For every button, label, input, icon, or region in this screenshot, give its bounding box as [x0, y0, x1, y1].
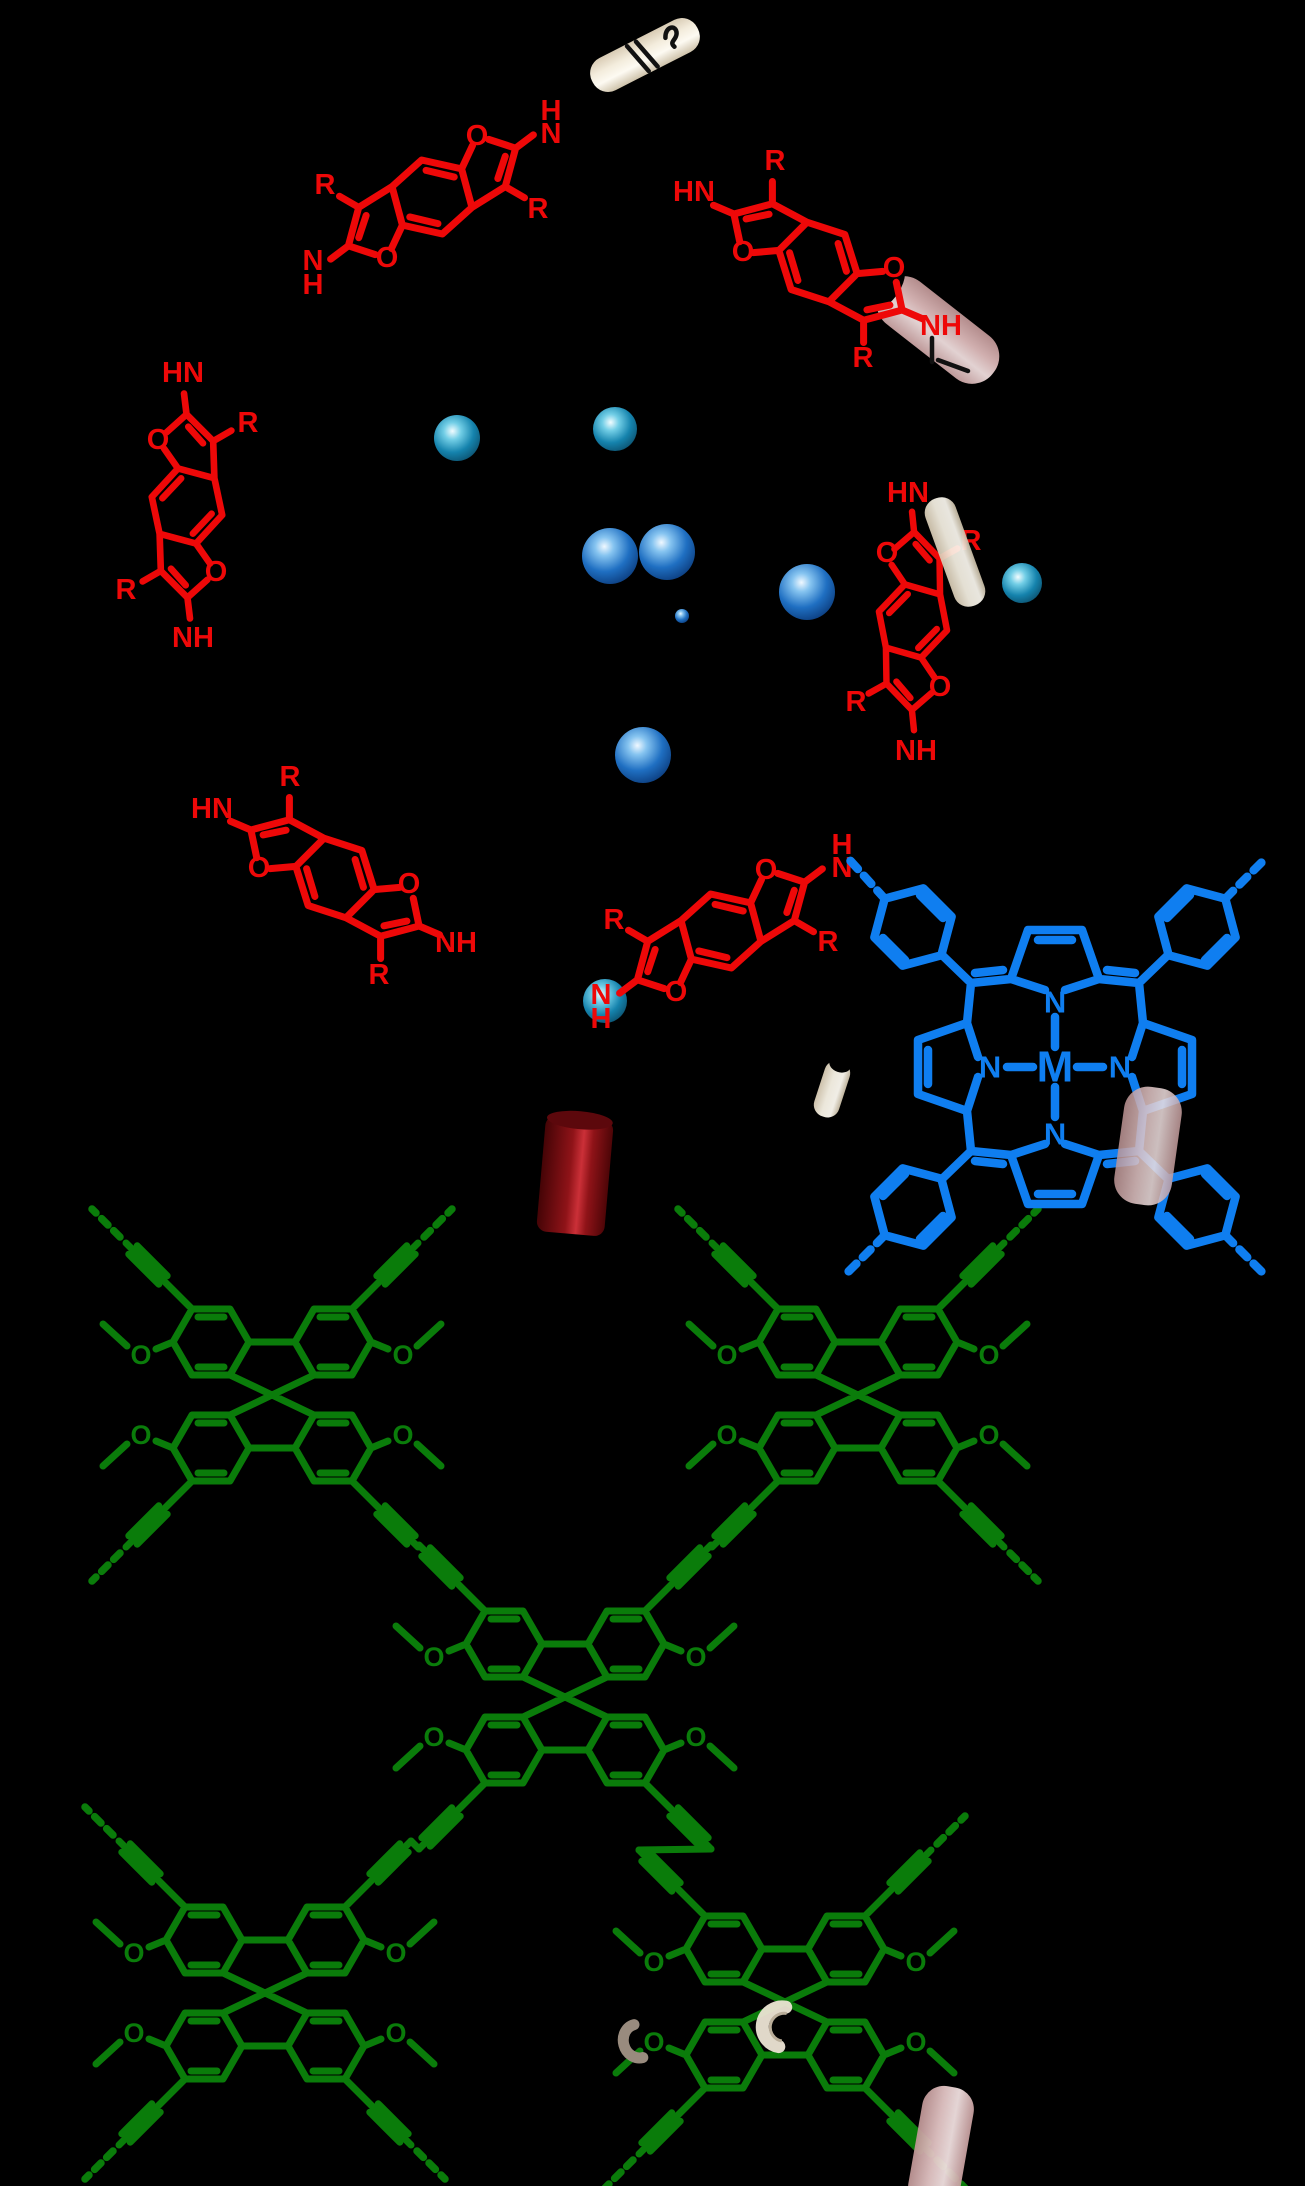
- green-unit-top-right: [674, 1205, 1042, 1585]
- pink-rod-top-right: [863, 264, 1000, 384]
- gray-curl-bottom: [617, 2019, 649, 2064]
- rod-marks: [929, 335, 971, 374]
- guest-spheres: [434, 407, 1042, 1023]
- atom-label-oxygen: O: [392, 1420, 413, 1450]
- atom-label-r-group: R: [846, 686, 867, 718]
- atom-label-oxygen: O: [755, 854, 778, 886]
- atom-label-oxygen: O: [466, 120, 489, 152]
- atom-label-hn: HN: [673, 176, 715, 208]
- atom-label-r-group: R: [315, 169, 336, 201]
- porphyrin-bonds: [840, 852, 1270, 1280]
- atom-label-h: H: [591, 1003, 612, 1035]
- diyne-connectors: [407, 1837, 715, 1854]
- atom-label-oxygen: O: [665, 976, 688, 1008]
- atom-label-metal: M: [1037, 1043, 1074, 1092]
- atom-label-oxygen: O: [929, 671, 952, 703]
- atom-label-n: N: [541, 118, 562, 150]
- atom-label-oxygen: O: [876, 537, 899, 569]
- atom-label-nh: NH: [172, 622, 214, 654]
- atom-label-nh: NH: [895, 735, 937, 767]
- atom-label-hn: HN: [191, 793, 233, 825]
- atom-label-oxygen: O: [130, 1340, 151, 1370]
- open-valence-dashes: [88, 1205, 456, 1585]
- atom-label-oxygen: O: [978, 1340, 999, 1370]
- atom-label-nh: NH: [435, 927, 477, 959]
- atom-label-oxygen: O: [685, 1642, 706, 1672]
- green-unit-top-left: [88, 1205, 456, 1585]
- sphere-teal: [583, 979, 627, 1023]
- atom-label-r-group: R: [238, 407, 259, 439]
- atom-label-oxygen: O: [123, 2018, 144, 2048]
- atom-label-r-group: R: [765, 145, 786, 177]
- atom-label-r-group: R: [116, 574, 137, 606]
- atom-label-h: H: [541, 95, 562, 127]
- atom-label-oxygen: O: [643, 1947, 664, 1977]
- atom-label-r-group: R: [818, 926, 839, 958]
- atom-label-oxygen: O: [423, 1642, 444, 1672]
- atom-label-h: H: [832, 829, 853, 861]
- porphyrin: M N N N N: [840, 852, 1270, 1280]
- green-ome-labels: O O O O O O O O O O O O O O O O O O O O: [123, 1340, 999, 2057]
- sphere-blue-small: [675, 609, 689, 623]
- atom-label-h: H: [303, 269, 324, 301]
- sphere-teal: [434, 415, 480, 461]
- atom-label-oxygen: O: [392, 1340, 413, 1370]
- atom-label-oxygen: O: [130, 1420, 151, 1450]
- atom-label-oxygen: O: [248, 852, 271, 884]
- cream-rod-middle-right: [924, 497, 986, 607]
- atom-label-oxygen: O: [905, 2027, 926, 2057]
- atom-label-oxygen: O: [385, 1938, 406, 1968]
- atom-label-oxygen: O: [685, 1722, 706, 1752]
- atom-label-oxygen: O: [978, 1420, 999, 1450]
- atom-label-oxygen: O: [905, 1947, 926, 1977]
- atom-label-oxygen: O: [205, 556, 228, 588]
- atom-label-n: N: [591, 979, 612, 1011]
- atom-label-hn: HN: [887, 477, 929, 509]
- sphere-blue: [582, 528, 638, 584]
- atom-label-oxygen: O: [398, 868, 421, 900]
- atom-label-n: N: [1044, 985, 1066, 1020]
- porphyrin-labels: M N N N N: [979, 985, 1131, 1152]
- atom-label-r-group: R: [604, 904, 625, 936]
- sphere-blue: [639, 524, 695, 580]
- atom-label-n: N: [1109, 1050, 1131, 1085]
- atom-label-oxygen: O: [123, 1938, 144, 1968]
- atom-label-oxygen: O: [147, 424, 170, 456]
- dark-red-rod: [536, 1110, 614, 1236]
- atom-label-oxygen: O: [376, 242, 399, 274]
- red-atom-labels: O O R R H N N H HN NH O O R R HN NH O O …: [116, 95, 982, 1035]
- atom-label-r-group: R: [280, 761, 301, 793]
- atom-label-oxygen: O: [643, 2027, 664, 2057]
- open-valence-dashes: [81, 1803, 449, 2183]
- pink-rod-on-porphyrin: [1114, 1086, 1182, 1206]
- atom-label-oxygen: O: [732, 236, 755, 268]
- sphere-blue: [615, 727, 671, 783]
- open-valence-dashes: [674, 1205, 1042, 1585]
- atom-label-nh: NH: [920, 310, 962, 342]
- atom-label-r-group: R: [528, 193, 549, 225]
- atom-label-oxygen: O: [883, 252, 906, 284]
- sphere-teal: [593, 407, 637, 451]
- atom-label-hn: HN: [162, 357, 204, 389]
- cream-curl-bottom: [755, 2000, 793, 2054]
- pink-rod-bottom: [908, 2085, 974, 2186]
- atom-label-n: N: [303, 245, 324, 277]
- atom-label-oxygen: O: [385, 2018, 406, 2048]
- cream-curl-middle: [813, 1055, 851, 1118]
- atom-label-oxygen: O: [716, 1420, 737, 1450]
- atom-label-r-group: R: [853, 342, 874, 374]
- atom-label-oxygen: O: [423, 1722, 444, 1752]
- atom-label-oxygen: O: [716, 1340, 737, 1370]
- sphere-blue: [779, 564, 835, 620]
- cream-rod-top: [590, 18, 700, 92]
- polymer-continuation-dashes: [840, 852, 1270, 1280]
- green-unit-bottom-left: [81, 1803, 449, 2183]
- atom-label-n: N: [979, 1050, 1001, 1085]
- atom-label-n: N: [1044, 1117, 1066, 1152]
- sphere-teal: [1002, 563, 1042, 603]
- atom-label-r-group: R: [369, 959, 390, 991]
- green-framework: [81, 1205, 1042, 2186]
